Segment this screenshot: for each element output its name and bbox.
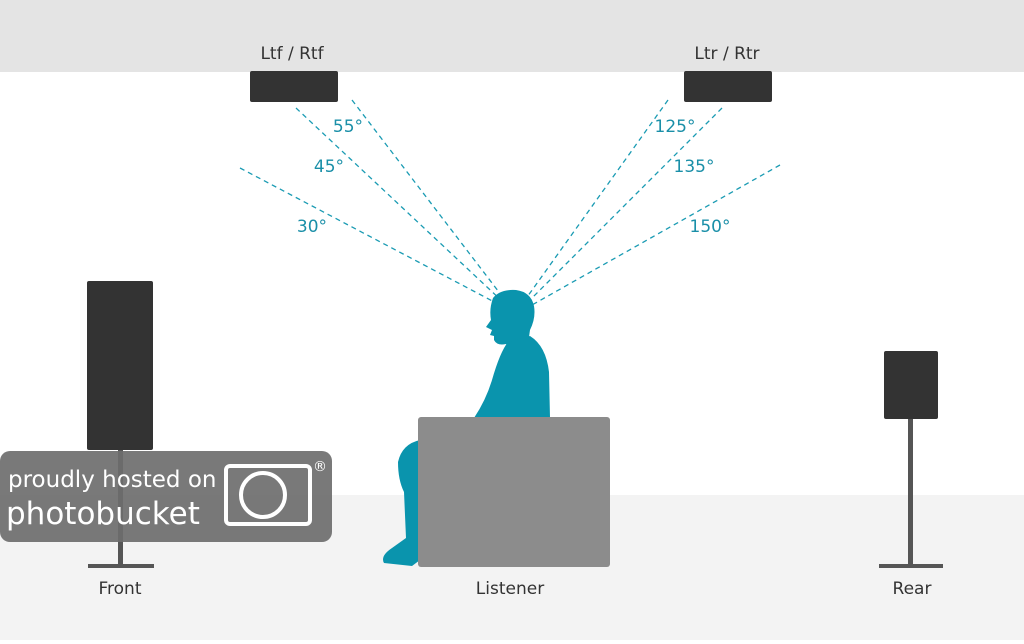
front-speaker-cabinet — [87, 281, 153, 450]
angle-label-135: 135° — [674, 157, 715, 177]
watermark-line1: proudly hosted on — [8, 467, 216, 493]
listener-torso — [474, 336, 550, 418]
registered-mark: ® — [313, 459, 327, 475]
angle-label-55: 55° — [333, 117, 363, 137]
listener-silhouette — [383, 289, 550, 566]
ceiling — [0, 0, 1024, 72]
listener-chair — [418, 417, 610, 567]
front-speaker-stand-base — [88, 564, 154, 568]
watermark-line2: photobucket — [6, 496, 200, 532]
rear-speaker-cabinet — [884, 351, 938, 419]
angle-line-125 — [524, 99, 669, 301]
top-front-speaker-label: Ltf / Rtf — [260, 44, 324, 64]
angle-label-125: 125° — [655, 117, 696, 137]
front-speaker-label: Front — [99, 579, 142, 599]
rear-speaker-label: Rear — [893, 579, 932, 599]
top-rear-speaker — [684, 71, 772, 102]
photobucket-watermark: proudly hosted on photobucket ® — [0, 451, 332, 542]
camera-icon — [224, 464, 312, 526]
rear-speaker-stand-pole — [908, 418, 913, 566]
rear-speaker-stand-base — [879, 564, 943, 568]
angle-line-135 — [527, 107, 723, 303]
listener-head — [486, 289, 535, 350]
angle-line-45 — [295, 107, 504, 303]
angle-lines — [239, 99, 781, 306]
watermark-banner — [0, 451, 332, 542]
listener-label: Listener — [476, 579, 544, 599]
angle-line-30 — [239, 167, 501, 306]
rear-speaker — [879, 351, 943, 568]
angle-label-150: 150° — [690, 217, 731, 237]
angle-line-150 — [531, 164, 781, 306]
angle-label-45: 45° — [314, 157, 344, 177]
listener-legs — [383, 440, 420, 566]
top-rear-speaker-label: Ltr / Rtr — [694, 44, 759, 64]
top-front-speaker — [250, 71, 338, 102]
angle-label-30: 30° — [297, 217, 327, 237]
angle-line-55 — [351, 99, 506, 301]
